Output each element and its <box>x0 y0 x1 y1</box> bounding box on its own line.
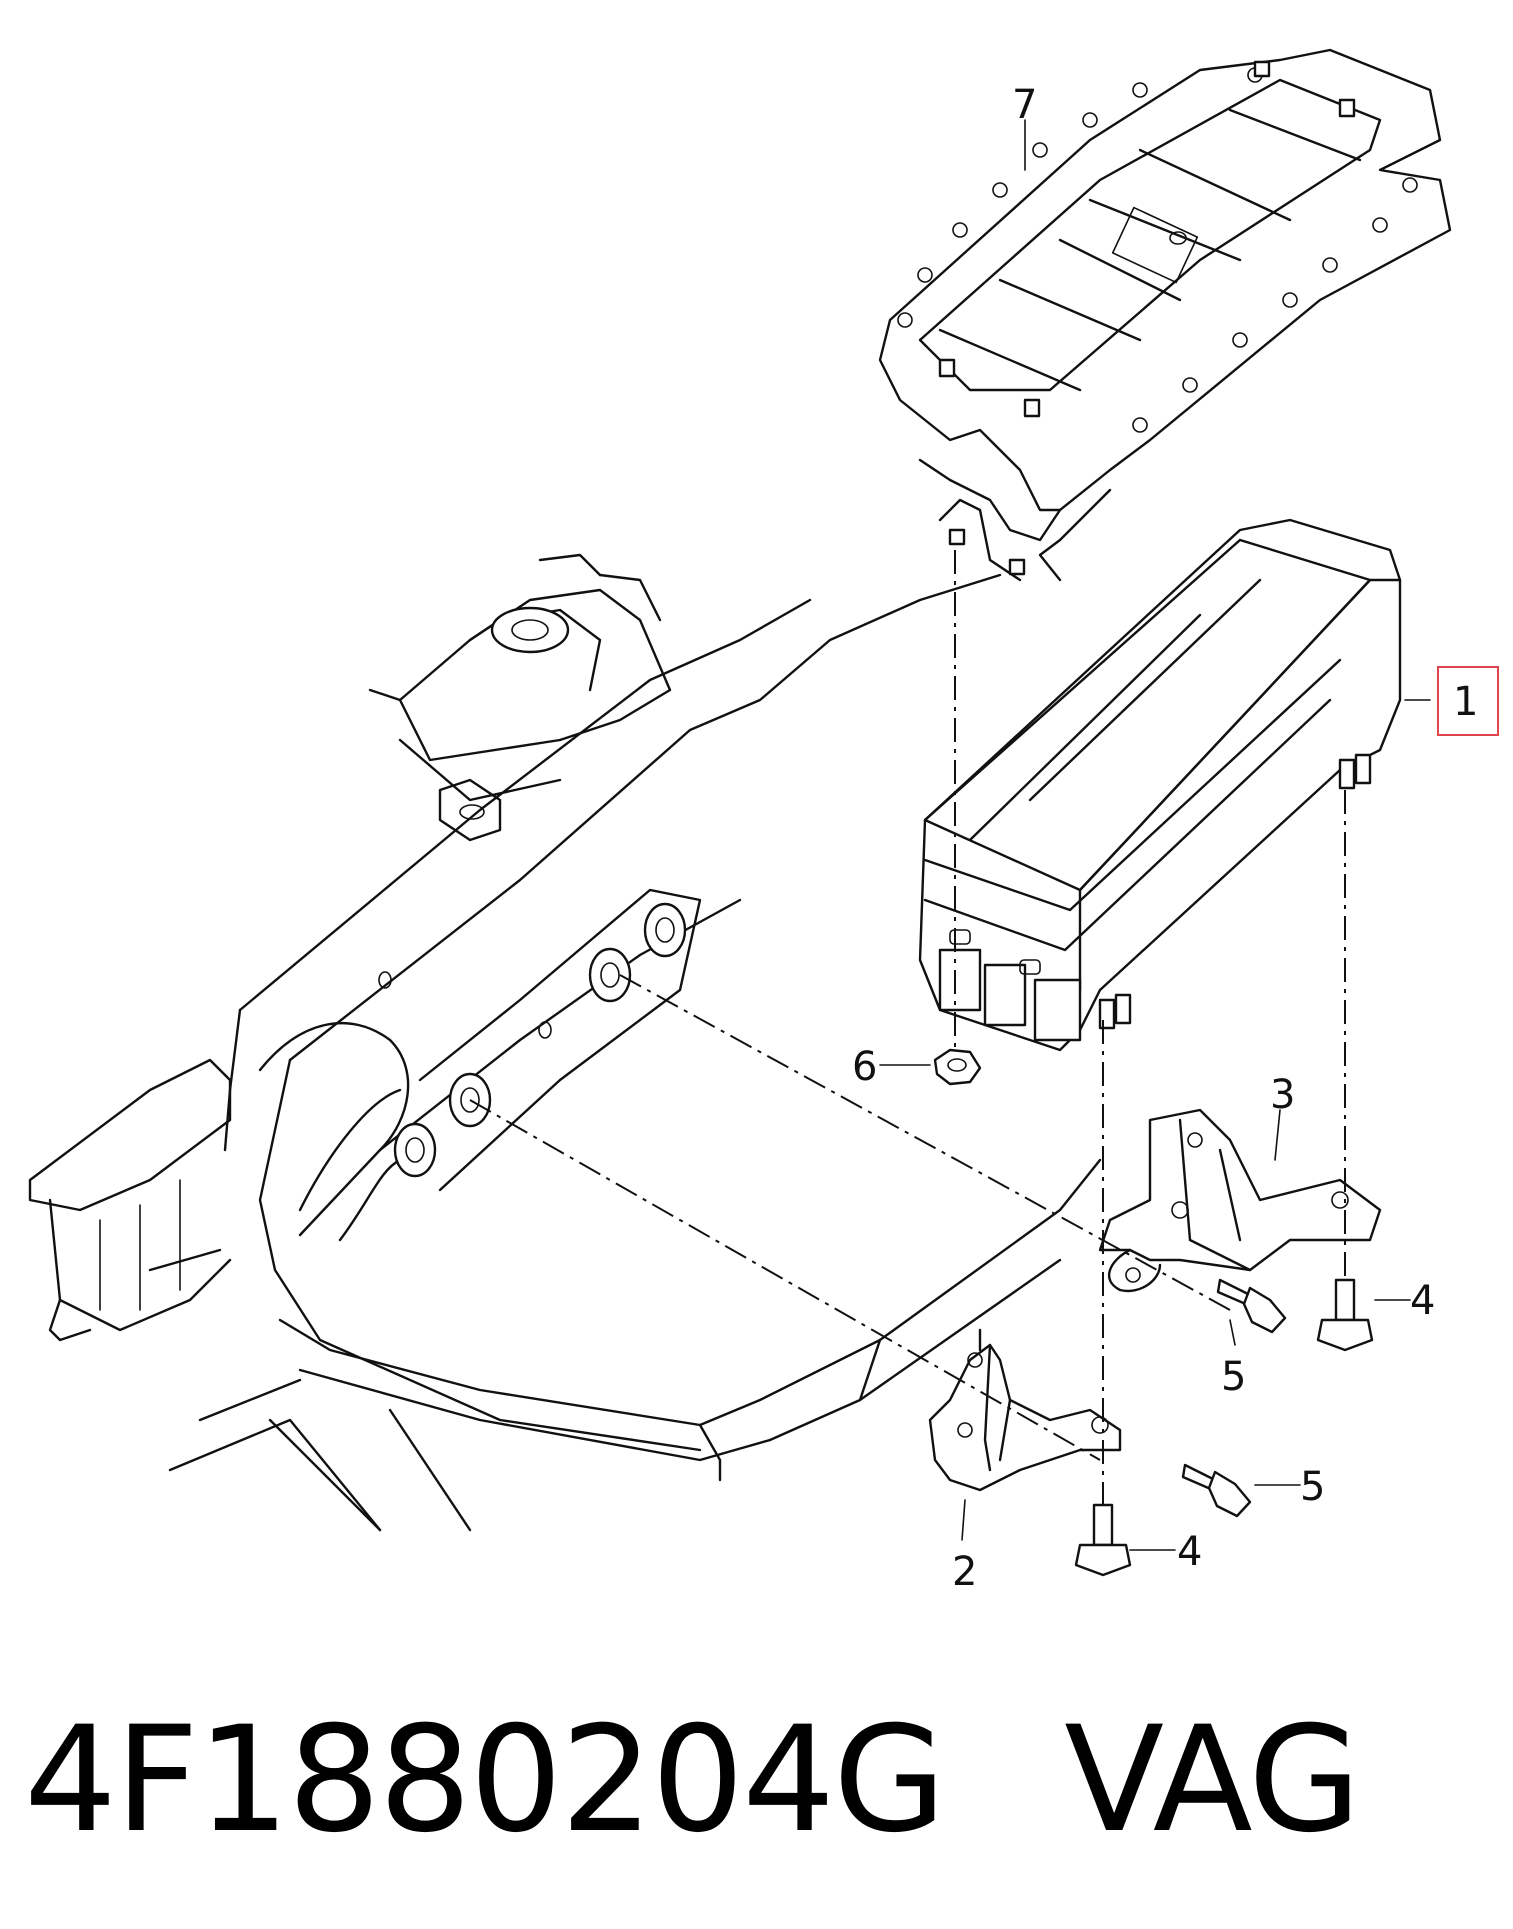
part-1-control-unit <box>918 518 1402 1052</box>
part-3-bracket <box>1098 1108 1382 1293</box>
callout-4-bottom: 4 <box>1177 1529 1202 1575</box>
callout-5-lower: 5 <box>1300 1464 1325 1510</box>
callout-6: 6 <box>852 1044 877 1090</box>
callout-5-upper: 5 <box>1221 1354 1246 1400</box>
callout-3: 3 <box>1270 1072 1295 1118</box>
callout-1: 1 <box>1453 679 1478 725</box>
bolt-5-lower-icon <box>1181 1463 1252 1518</box>
fasteners <box>933 1048 1374 1577</box>
chassis-frame <box>28 553 1102 1532</box>
bolt-4-bottom-icon <box>1074 1503 1132 1577</box>
bolt-5-upper-icon <box>1216 1278 1287 1334</box>
part-caption: 4F1880204G VAG <box>24 1695 1361 1865</box>
brand-name: VAG <box>1064 1695 1361 1865</box>
parts-diagram: 7 1 6 3 4 5 5 2 4 <box>28 48 1499 1595</box>
callout-2: 2 <box>952 1549 977 1595</box>
callout-1-highlight-box <box>1437 666 1499 736</box>
part-number: 4F1880204G <box>24 1695 946 1865</box>
callout-4-right: 4 <box>1410 1278 1435 1324</box>
part-7-mounting-tray <box>878 48 1452 582</box>
callout-7: 7 <box>1012 82 1037 128</box>
part-2-bracket <box>928 1328 1122 1492</box>
leader-lines <box>879 119 1431 1551</box>
tray-holes <box>897 67 1418 433</box>
bolt-4-right-icon <box>1316 1278 1374 1352</box>
nut-6-icon <box>933 1048 982 1086</box>
alignment-lines <box>469 550 1346 1505</box>
